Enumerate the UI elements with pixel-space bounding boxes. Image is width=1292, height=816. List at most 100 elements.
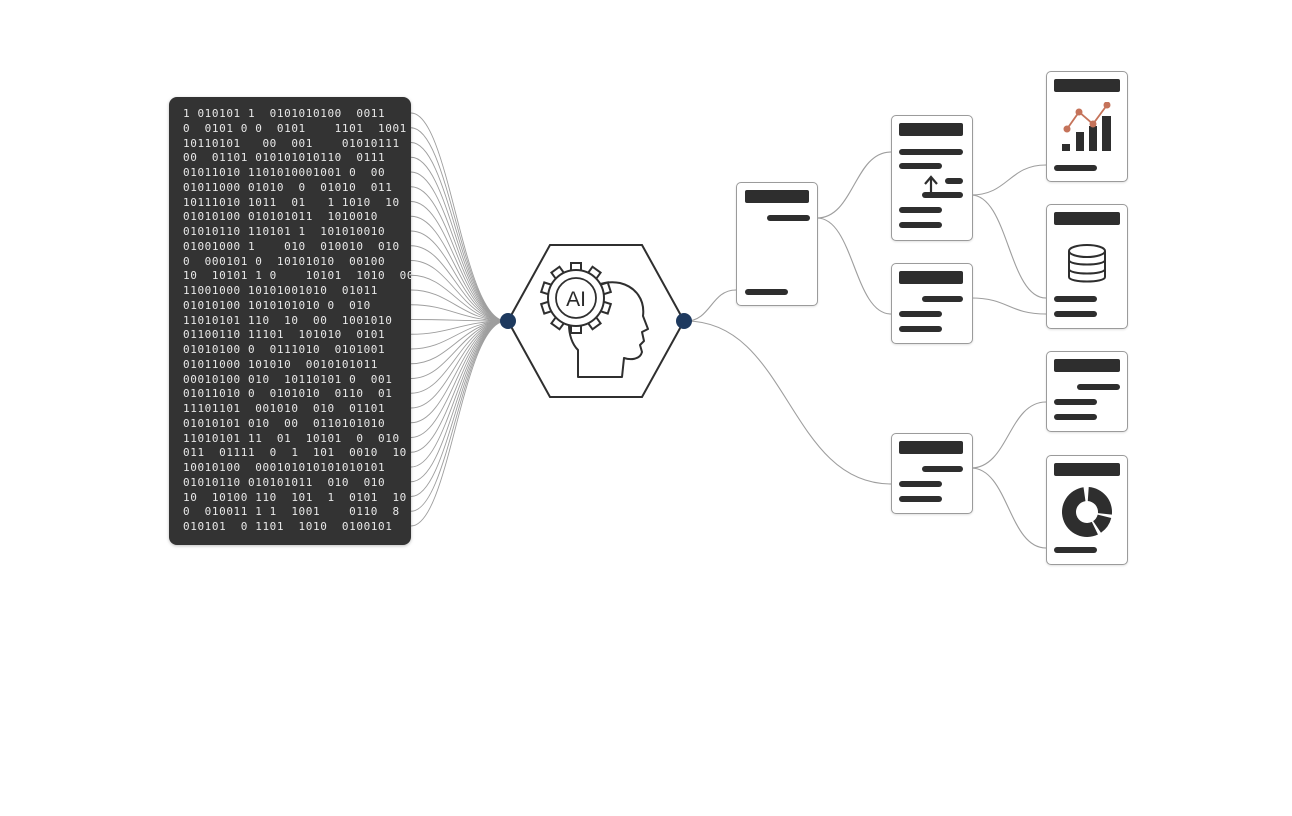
binary-line: 10110101 00 001 01010111 [183, 136, 400, 150]
text-report-card [1046, 351, 1128, 432]
card-header-bar [745, 190, 809, 203]
binary-line: 01010100 0 0111010 0101001 [183, 343, 386, 356]
binary-line: 11101101 001010 010 01101 [183, 402, 386, 415]
card-text-line [899, 326, 942, 332]
card-text-line [1054, 414, 1097, 420]
doc-connector [816, 151, 892, 219]
binary-line: 11010101 110 10 00 1001010 [183, 313, 393, 327]
input-fan-line [410, 245, 507, 322]
database-report-card [1046, 204, 1128, 329]
card-text-line [922, 192, 963, 198]
card-text-line [945, 178, 963, 184]
card-text-line [899, 222, 942, 228]
card-text-line [922, 466, 963, 472]
binary-line: 10111010 1011 01 1 1010 10 [183, 195, 400, 209]
binary-line: 01011000 01010 0 01010 011 [183, 180, 393, 194]
output-connector [685, 289, 737, 322]
binary-line: 011 01111 0 1 101 0010 10 [183, 446, 407, 460]
card-header-bar [1054, 212, 1120, 225]
binary-line: 10010100 000101010101010101 [183, 461, 386, 474]
report-connector [970, 297, 1047, 315]
card-text-line [1054, 311, 1097, 317]
pie-report-card [1046, 455, 1128, 565]
input-fan-line [410, 201, 507, 322]
input-fan-line [410, 230, 507, 322]
card-text-line [922, 296, 963, 302]
doc-connector [816, 217, 892, 315]
binary-line: 11001000 10101001010 01011 [183, 284, 379, 297]
input-fan-line [410, 320, 507, 379]
bar-line-chart-icon [1062, 102, 1111, 151]
binary-line: 01010110 010101011 010 010 [183, 475, 386, 489]
input-fan-line [410, 215, 507, 322]
report-connector [970, 467, 1047, 549]
binary-line: 01011010 0 0101010 0110 01 [183, 387, 393, 401]
mid-document-card [891, 263, 973, 344]
report-connector [970, 401, 1047, 469]
input-fan-line [410, 320, 507, 468]
report-connector [970, 194, 1047, 299]
input-fan-line [410, 320, 507, 527]
input-fan-line [410, 320, 507, 483]
card-text-line [1077, 384, 1120, 390]
lower-document-card [891, 433, 973, 514]
card-text-line [745, 289, 788, 295]
card-text-line [767, 215, 810, 221]
input-fan-line [410, 304, 507, 322]
card-header-bar [899, 271, 963, 284]
card-header-bar [1054, 79, 1120, 92]
input-fan-line [410, 142, 507, 322]
input-fan-line [410, 289, 507, 322]
input-fan-line [410, 274, 507, 322]
binary-line: 01010110 110101 1 101010010 [183, 225, 386, 238]
card-text-line [899, 207, 942, 213]
binary-line: 0 010011 1 1 1001 0110 8 [183, 505, 400, 519]
output-connector [685, 320, 892, 485]
card-text-line [899, 496, 942, 502]
card-text-line [899, 481, 942, 487]
binary-line: 00 01101 010101010110 0111 [183, 151, 386, 165]
binary-line: 10 10101 1 0 10101 1010 00 [183, 269, 411, 283]
card-text-line [1054, 165, 1097, 171]
binary-line: 01011010 1101010001001 0 00 [183, 166, 386, 179]
input-fan-line [410, 112, 507, 322]
binary-line: 01100110 11101 101010 0101 [183, 328, 386, 342]
binary-line: 0 000101 0 10101010 00100 [183, 254, 386, 268]
card-text-line [899, 163, 942, 169]
binary-line: 00010100 010 10110101 0 001 [183, 372, 393, 386]
donut-chart-icon [1062, 487, 1112, 537]
binary-line: 01001000 1 010 010010 010 [183, 239, 400, 253]
report-connector [970, 164, 1047, 196]
input-fan-line [410, 320, 507, 438]
input-fan-line [410, 171, 507, 322]
card-header-bar [899, 123, 963, 136]
binary-line: 01011000 101010 0010101011 [183, 357, 379, 371]
input-fan-line [410, 186, 507, 322]
binary-line: 10 10100 110 101 1 0101 10 [183, 490, 407, 504]
binary-line: 01010100 1010101010 0 010 [183, 298, 371, 312]
card-text-line [1054, 399, 1097, 405]
database-icon [1068, 244, 1106, 283]
binary-line: 01010100 010101011 1010010 [183, 210, 379, 224]
input-fan-line [410, 127, 507, 322]
input-fan-line [410, 320, 507, 424]
card-text-line [1054, 547, 1097, 553]
card-header-bar [1054, 463, 1120, 476]
card-text-line [1054, 296, 1097, 302]
upload-document-card [891, 115, 973, 241]
card-header-bar [1054, 359, 1120, 372]
binary-line: 01010101 010 00 0110101010 [183, 416, 386, 430]
binary-line: 010101 0 1101 1010 0100101 [183, 520, 393, 533]
binary-line: 1 010101 1 0101010100 0011 [183, 107, 386, 120]
binary-line: 11010101 11 01 10101 0 010 [183, 431, 400, 445]
upload-arrow-icon [924, 175, 938, 196]
chart-report-card [1046, 71, 1128, 182]
input-fan-line [410, 260, 507, 322]
card-text-line [899, 311, 942, 317]
summary-document-card [736, 182, 818, 306]
binary-line: 0 0101 0 0 0101 1101 1001 [183, 121, 407, 135]
card-text-line [899, 149, 963, 155]
